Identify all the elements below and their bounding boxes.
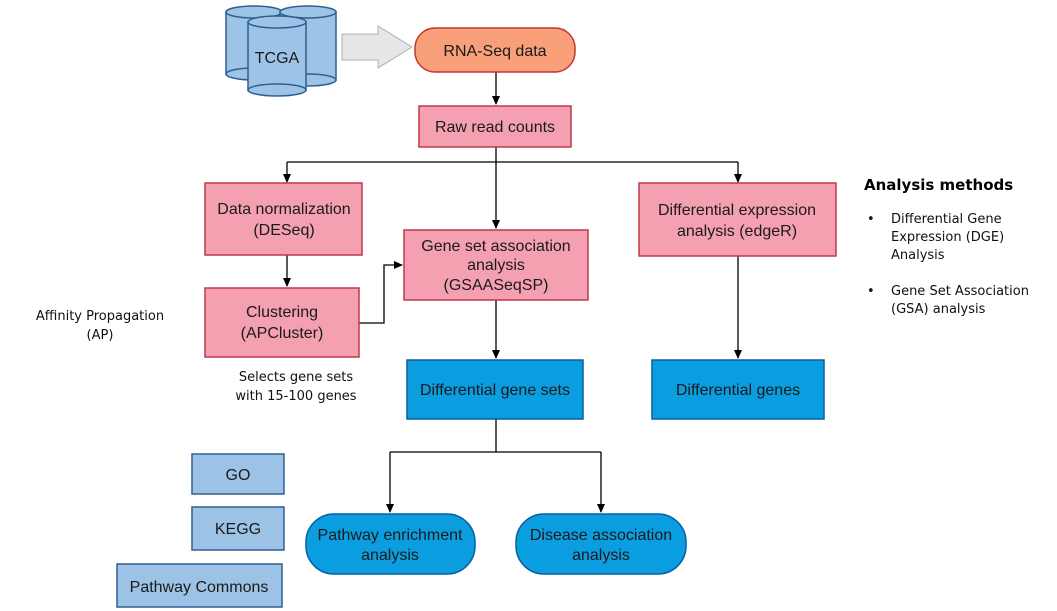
database-pathway-commons-label: Pathway Commons <box>130 579 269 596</box>
bullet-icon: • <box>867 284 875 299</box>
raw-read-counts-label: Raw read counts <box>435 119 555 136</box>
gsa-label-line1: Gene set association <box>421 238 570 255</box>
normalization-node: Data normalization (DESeq) <box>204 182 363 256</box>
database-kegg: KEGG <box>191 506 285 551</box>
database-go-label: GO <box>226 467 251 484</box>
method-2-line1: Gene Set Association <box>891 284 1029 299</box>
tcga-database-icon: TCGA <box>225 5 337 97</box>
gsa-label-line2: analysis <box>467 257 525 274</box>
pathway-enrichment-label-line2: analysis <box>361 547 419 564</box>
gsa-label-line3: (GSAASeqSP) <box>444 277 549 294</box>
affinity-propagation-note: Affinity Propagation (AP) <box>36 309 164 343</box>
database-go: GO <box>191 453 285 495</box>
pathway-enrichment-node: Pathway enrichment analysis <box>305 513 476 575</box>
diff-genes-node: Differential genes <box>651 359 825 420</box>
normalization-label-line2: (DESeq) <box>253 222 314 239</box>
method-1-line1: Differential Gene <box>891 212 1002 227</box>
method-1-line3: Analysis <box>891 248 945 263</box>
selects-note-line2: with 15-100 genes <box>235 389 356 404</box>
raw-read-counts-node: Raw read counts <box>418 105 572 148</box>
database-kegg-label: KEGG <box>215 521 261 538</box>
gsa-node: Gene set association analysis (GSAASeqSP… <box>403 229 589 301</box>
normalization-label-line1: Data normalization <box>217 201 350 218</box>
block-arrow-icon <box>341 25 413 69</box>
diff-genes-label: Differential genes <box>676 382 800 399</box>
clustering-label-line2: (APCluster) <box>241 325 324 342</box>
arrow-clustering-gsa <box>359 261 403 324</box>
analysis-methods-panel: Analysis methods • Differential Gene Exp… <box>864 176 1029 317</box>
method-1-line2: Expression (DGE) <box>891 230 1004 245</box>
disease-association-node: Disease association analysis <box>515 513 687 575</box>
affinity-propagation-line2: (AP) <box>87 328 114 343</box>
dea-label-line2: analysis (edgeR) <box>677 223 797 240</box>
diff-gene-sets-label: Differential gene sets <box>420 382 570 399</box>
selects-gene-sets-note: Selects gene sets with 15-100 genes <box>235 370 356 404</box>
rnaseq-node: RNA-Seq data <box>414 27 576 73</box>
disease-association-label-line2: analysis <box>572 547 630 564</box>
diff-gene-sets-node: Differential gene sets <box>406 359 584 420</box>
affinity-propagation-line1: Affinity Propagation <box>36 309 164 324</box>
dea-node: Differential expression analysis (edgeR) <box>638 182 837 257</box>
clustering-label-line1: Clustering <box>246 304 318 321</box>
analysis-methods-title: Analysis methods <box>864 176 1013 194</box>
clustering-node: Clustering (APCluster) <box>204 287 360 358</box>
tcga-label: TCGA <box>255 50 300 67</box>
cylinder-front <box>247 15 307 97</box>
selects-note-line1: Selects gene sets <box>239 370 353 385</box>
pathway-enrichment-label-line1: Pathway enrichment <box>318 527 464 544</box>
database-pathway-commons: Pathway Commons <box>116 563 283 608</box>
method-2-line2: (GSA) analysis <box>891 302 986 317</box>
dea-label-line1: Differential expression <box>658 202 816 219</box>
rnaseq-label: RNA-Seq data <box>443 43 546 60</box>
bullet-icon: • <box>867 212 875 227</box>
connectors <box>283 72 742 513</box>
disease-association-label-line1: Disease association <box>530 527 672 544</box>
